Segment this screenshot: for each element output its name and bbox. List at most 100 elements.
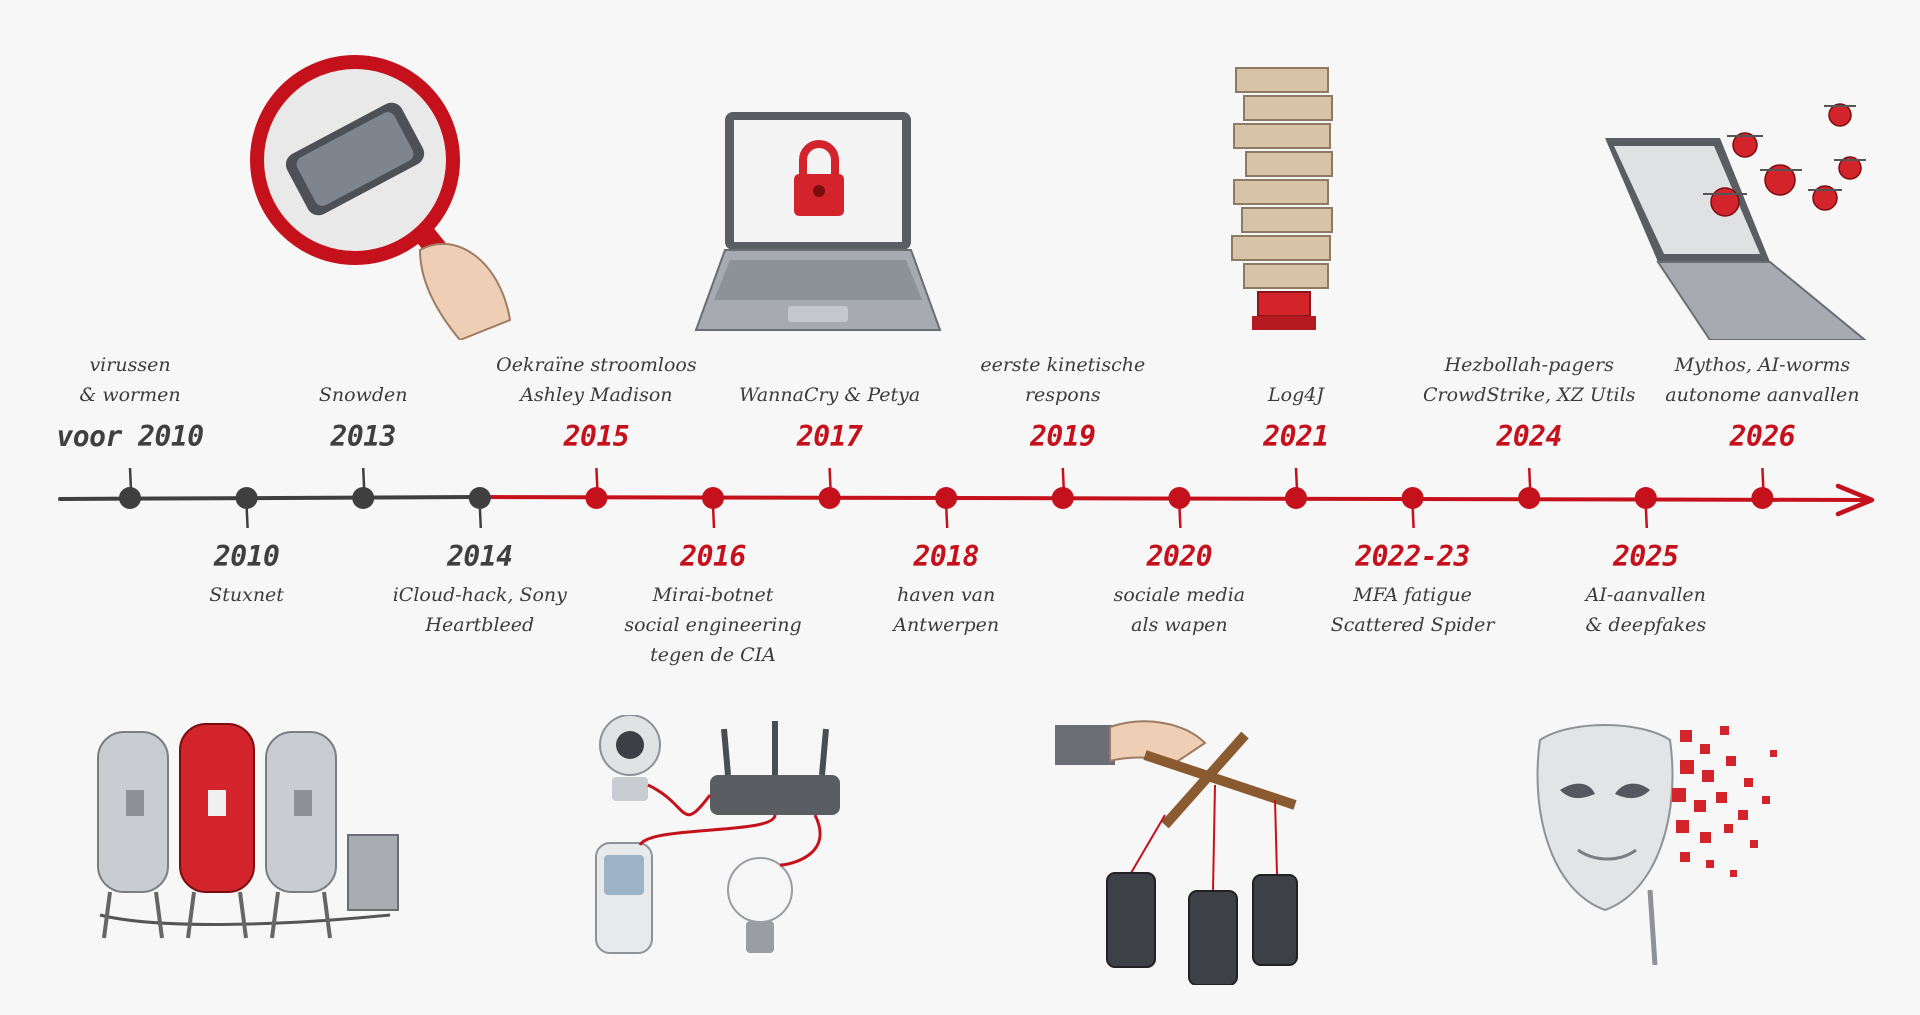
- event-year: 2021: [1263, 420, 1329, 453]
- centrifuges-icon: [97, 723, 399, 939]
- timeline-event: Snowden 2013: [233, 380, 493, 454]
- event-description-line: social engineering: [624, 614, 802, 636]
- illustration-laptop-drones: [1600, 90, 1900, 340]
- event-description-line: virussen: [89, 354, 171, 376]
- timeline-tick: [1644, 505, 1649, 529]
- timeline-dot: [1634, 487, 1657, 509]
- event-year: 2014: [447, 540, 513, 573]
- event-description-line: AI-aanvallen: [1585, 584, 1706, 606]
- event-description: AI-aanvallen & deepfakes: [1516, 580, 1776, 640]
- event-description-line: Hezbollah-pagers: [1444, 354, 1614, 376]
- event-year: 2013: [330, 420, 396, 453]
- event-description-line: CrowdStrike, XZ Utils: [1422, 384, 1636, 406]
- event-description-line: Mythos, AI-worms: [1674, 354, 1851, 376]
- event-description-line: & wormen: [79, 384, 181, 406]
- event-description: Mirai-botnet social engineering tegen de C…: [583, 580, 843, 670]
- timeline-event: eerste kinetische respons 2019: [933, 350, 1193, 454]
- timeline-tick: [1527, 467, 1532, 491]
- illustration-mask: [1530, 720, 1790, 970]
- event-year: 2017: [796, 420, 863, 453]
- event-description-line: eerste kinetische: [980, 354, 1146, 376]
- timeline-tick: [595, 467, 599, 491]
- timeline-dot: [352, 487, 375, 509]
- event-description: Stuxnet: [117, 580, 377, 610]
- event-year: 2020: [1146, 540, 1213, 573]
- timeline-dot: [119, 487, 141, 509]
- timeline-tick: [1761, 467, 1765, 491]
- timeline-dot: [702, 487, 724, 509]
- timeline-tick: [128, 467, 133, 491]
- iot-devices-icon: [595, 715, 840, 954]
- event-year: 2018: [913, 540, 979, 573]
- event-description-line: Log4J: [1268, 384, 1324, 406]
- event-description-line: Snowden: [318, 384, 408, 406]
- timeline-dot: [1751, 487, 1774, 509]
- timeline-dot: [468, 487, 491, 509]
- event-description-line: & deepfakes: [1585, 614, 1707, 636]
- timeline-arrowhead: [1835, 483, 1875, 517]
- event-year: 2010: [213, 540, 280, 573]
- event-description-line: Stuxnet: [209, 584, 284, 606]
- event-description-line: Antwerpen: [893, 614, 1000, 636]
- event-year: 2016: [680, 540, 746, 573]
- timeline-dot: [935, 487, 958, 509]
- event-description-line: Scattered Spider: [1330, 614, 1495, 636]
- event-description-line: Mirai-botnet: [652, 584, 774, 606]
- timeline-dot: [235, 487, 258, 509]
- illustration-centrifuges: [90, 710, 410, 950]
- timeline-event: Log4J 2021: [1166, 380, 1426, 454]
- laptop-drones-icon: [1605, 103, 1867, 340]
- illustration-laptop-lock: [690, 108, 950, 338]
- timeline-dot: [1285, 487, 1307, 509]
- timeline-dot: [1168, 487, 1191, 509]
- event-year: 2022-23: [1355, 540, 1470, 573]
- event-description-line: Ashley Madison: [520, 384, 673, 406]
- event-year: 2024: [1496, 420, 1562, 453]
- event-description-line: iCloud-hack, Sony: [392, 584, 567, 606]
- event-description-line: als wapen: [1131, 614, 1228, 636]
- illustration-iot: [590, 715, 870, 965]
- timeline-dot: [585, 487, 608, 509]
- timeline-tick: [711, 505, 716, 529]
- event-description: WannaCry & Petya: [700, 380, 960, 410]
- pixel-mask-icon: [1536, 724, 1777, 966]
- event-year: voor 2010: [56, 420, 204, 453]
- timeline-dot: [1401, 487, 1424, 509]
- event-description: Mythos, AI-worms autonome aanvallen: [1632, 350, 1892, 410]
- timeline-tick: [1294, 467, 1299, 491]
- illustration-jenga: [1230, 66, 1350, 336]
- event-description: virussen & wormen: [0, 350, 260, 410]
- laptop-padlock-icon: [694, 112, 942, 331]
- event-description-line: tegen de CIA: [650, 644, 776, 666]
- event-description-line: haven van: [897, 584, 996, 606]
- jenga-tower-icon: [1231, 67, 1333, 330]
- timeline-tick: [944, 505, 949, 529]
- event-description-line: Oekraïne stroomloos: [496, 354, 697, 376]
- timeline-event: WannaCry & Petya 2017: [700, 380, 960, 454]
- event-description-line: respons: [1024, 384, 1101, 406]
- event-description-line: autonome aanvallen: [1665, 384, 1860, 406]
- timeline-event: virussen & wormen voor 2010: [0, 350, 260, 454]
- event-year: 2019: [1030, 420, 1096, 453]
- puppet-phones-icon: [1055, 720, 1298, 985]
- event-description-line: WannaCry & Petya: [738, 384, 921, 406]
- timeline-dot: [1518, 487, 1541, 509]
- timeline-dot: [818, 487, 841, 509]
- event-description: Log4J: [1166, 380, 1426, 410]
- timeline-tick: [361, 467, 366, 491]
- timeline-tick: [1178, 505, 1182, 529]
